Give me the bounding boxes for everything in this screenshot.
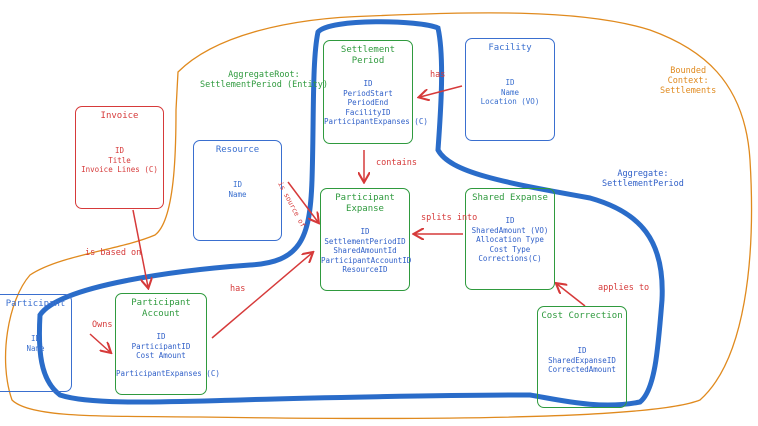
box-title: Participant Expanse xyxy=(335,193,395,214)
box-field: ID xyxy=(156,332,166,341)
box-field: Name xyxy=(500,87,520,97)
box-field: SettlementPeriodID xyxy=(324,236,406,246)
box-field: Allocation Type xyxy=(476,235,544,244)
box-field: ParticipantExpanses (C) xyxy=(116,368,220,378)
box-field: ID xyxy=(363,79,373,88)
box-field: ParticipantExpanses (C) xyxy=(324,117,428,126)
bounded-context-label: Bounded Context: Settlements xyxy=(660,66,717,96)
box-field: ParticipantID xyxy=(131,341,191,351)
box-title: Resource xyxy=(215,145,260,155)
box-field: ID xyxy=(505,78,515,87)
box-title: Shared Expanse xyxy=(472,193,548,203)
box-title: Facility xyxy=(488,43,532,53)
owns-label: Owns xyxy=(92,320,113,330)
is-based-on-label: is based on xyxy=(85,248,142,258)
box-title: Cost Correction xyxy=(541,311,623,321)
aggregate-label: Aggregate: SettlementPeriod xyxy=(602,169,684,189)
box-field: ID xyxy=(577,346,587,355)
box-field: Name xyxy=(228,189,247,199)
box-field: PeriodEnd xyxy=(347,98,389,107)
box-field: ParticipantAccountID xyxy=(321,255,412,265)
splits-into-label: splits into xyxy=(421,213,478,223)
box-field: SharedAmount (VO) xyxy=(471,225,549,235)
arrow-resource-to-expanse xyxy=(287,181,318,222)
has-facility-label: has xyxy=(430,70,446,80)
arrow-invoice-to-account xyxy=(132,209,148,287)
arrow-facility-to-period xyxy=(420,85,463,97)
box-field: SharedAmountId xyxy=(333,246,397,255)
box-field: SharedExpanseID xyxy=(548,355,616,365)
box-field: ID xyxy=(114,146,125,155)
box-field xyxy=(116,361,206,369)
box-title: Settlement Period xyxy=(340,45,396,66)
box-field: ResourceID xyxy=(342,265,388,274)
box-field: Cost Type xyxy=(489,244,531,254)
box-field: Location (VO) xyxy=(480,97,540,106)
contains-label: contains xyxy=(376,158,417,168)
applies-to-label: applies to xyxy=(598,283,650,293)
arrow-participant-to-account xyxy=(89,333,110,352)
box-title: Invoice xyxy=(100,111,139,121)
box-field: FacilityID xyxy=(345,107,391,117)
box-field: Name xyxy=(26,343,45,353)
box-field: PeriodStart xyxy=(343,88,393,98)
box-field: ID xyxy=(30,334,41,343)
box-field: ID xyxy=(232,180,243,189)
bounded-context-boundary xyxy=(4,12,753,420)
box-field: Corrections(C) xyxy=(478,254,542,263)
box-title: Participant Account xyxy=(131,298,191,319)
box-field: Invoice Lines (C) xyxy=(81,165,158,174)
has-account-label: has xyxy=(230,284,246,294)
arrow-correction-to-shared xyxy=(557,284,586,307)
aggregate-root-label: AggregateRoot: SettlementPeriod (Entity) xyxy=(200,70,328,90)
box-field: Title xyxy=(108,155,131,165)
arrow-account-to-expanse xyxy=(211,253,312,339)
box-title: Participant xyxy=(5,299,66,309)
aggregate-boundary xyxy=(36,19,665,408)
box-field: CorrectedAmount xyxy=(548,365,616,374)
box-field: ID xyxy=(505,216,515,225)
box-field: ID xyxy=(360,227,370,236)
box-field: Cost Amount xyxy=(136,351,186,360)
